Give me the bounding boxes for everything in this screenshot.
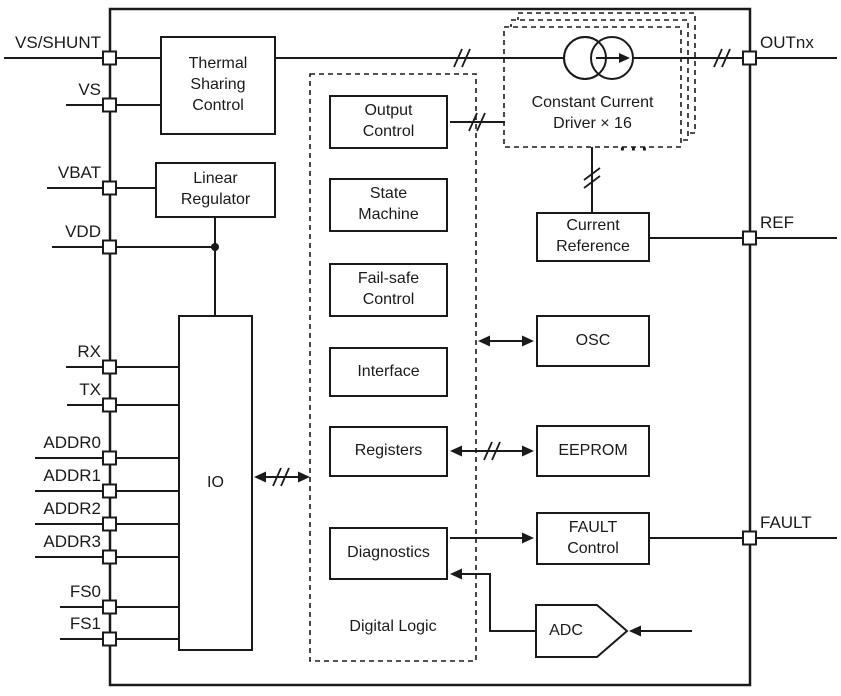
pin-addr0 — [102, 450, 117, 466]
block-registers: Registers — [329, 426, 448, 477]
pin-label-addr2: ADDR2 — [43, 499, 101, 518]
block-thermal-sharing-control: Thermal Sharing Control — [160, 36, 276, 135]
block-diagnostics: Diagnostics — [329, 527, 448, 580]
pin-label-tx: TX — [79, 380, 101, 399]
block-state-machine: State Machine — [329, 178, 448, 232]
pin-label-addr1: ADDR1 — [43, 466, 101, 485]
block-osc: OSC — [536, 315, 650, 367]
pin-addr3 — [102, 549, 117, 565]
block-output-control: Output Control — [329, 95, 448, 149]
pin-vbat — [102, 180, 117, 196]
pin-label-fs1: FS1 — [69, 614, 101, 633]
digital-logic-dashed-box — [309, 73, 477, 662]
pin-vs — [102, 97, 117, 113]
bus-slash-top-right — [713, 48, 731, 68]
pin-label-rx: RX — [77, 342, 101, 361]
arrowhead-adc-to-diagnostics — [450, 568, 462, 580]
arrowhead-into-digital — [298, 471, 310, 483]
pin-addr2 — [102, 516, 117, 532]
pin-rx — [102, 359, 117, 375]
pin-vs-shunt — [102, 50, 117, 66]
pin-label-outnx: OUTnx — [760, 33, 814, 52]
block-interface: Interface — [329, 347, 448, 397]
bus-slash-output-control — [468, 112, 486, 132]
adc-label: ADC — [549, 621, 583, 639]
pin-fault — [742, 530, 757, 546]
current-source-icon — [563, 36, 634, 80]
pin-label-fs0: FS0 — [69, 582, 101, 601]
pin-label-fault: FAULT — [760, 513, 812, 532]
arrowhead-eeprom-to-registers — [450, 445, 462, 457]
block-fail-safe-control: Fail-safe Control — [329, 263, 448, 317]
pin-label-ref: REF — [760, 213, 794, 232]
arrowhead-into-fault-control — [522, 532, 534, 544]
block-fault-control: FAULT Control — [536, 512, 650, 565]
arrowhead-into-adc — [629, 625, 641, 637]
adc-shape — [535, 604, 629, 658]
pin-label-addr3: ADDR3 — [43, 532, 101, 551]
pin-addr1 — [102, 483, 117, 499]
pin-label-vbat: VBAT — [57, 163, 101, 182]
pin-fs0 — [102, 599, 117, 615]
block-current-reference: Current Reference — [536, 212, 650, 262]
bus-slash-top-left — [453, 48, 471, 68]
block-linear-regulator: Linear Regulator — [155, 162, 276, 218]
pin-tx — [102, 397, 117, 413]
bus-slash-io-digital — [272, 467, 290, 487]
pin-label-vs-shunt: VS/SHUNT — [15, 33, 101, 52]
digital-logic-label: Digital Logic — [349, 617, 437, 635]
pin-ref — [742, 230, 757, 246]
pin-label-vdd: VDD — [65, 222, 101, 241]
arrowhead-digital-to-osc — [522, 335, 534, 347]
pin-label-vs: VS — [78, 80, 101, 99]
pin-fs1 — [102, 631, 117, 647]
bus-slash-registers-eeprom — [483, 441, 501, 461]
arrowhead-into-io — [254, 471, 266, 483]
arrowhead-registers-to-eeprom — [522, 445, 534, 457]
block-io: IO — [178, 315, 253, 651]
pin-outnx — [742, 50, 757, 66]
ccd-label: Constant Current Driver × 16 — [531, 94, 654, 132]
chip-outline — [108, 7, 752, 687]
arrowhead-osc-to-digital — [478, 335, 490, 347]
block-eeprom: EEPROM — [536, 425, 650, 477]
pin-vdd — [102, 239, 117, 255]
pin-label-addr0: ADDR0 — [43, 433, 101, 452]
bus-slash-ccd-current-ref — [583, 167, 601, 189]
wire-adc-to-diagnostics — [460, 573, 536, 632]
ccd-ellipsis: ··· — [619, 138, 653, 162]
vdd-junction-dot — [211, 243, 219, 251]
